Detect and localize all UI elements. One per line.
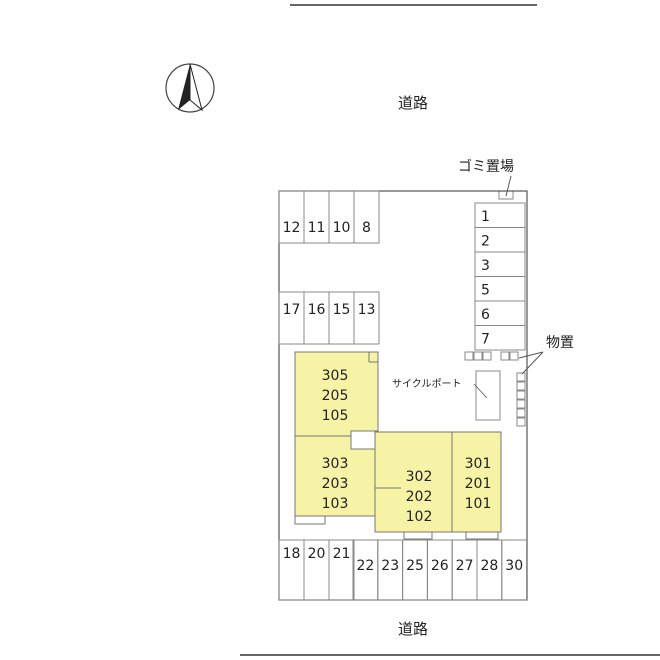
building	[294, 351, 502, 540]
unit-label: 302	[406, 469, 433, 485]
unit-label: 305	[322, 368, 349, 384]
parking-stall	[474, 325, 526, 351]
parking-stall-number: 15	[333, 302, 351, 318]
road-label-top: 道路	[398, 94, 428, 112]
parking-stall-number: 3	[481, 258, 490, 274]
parking-bottom-right: 22 23 25 26 27 28 30	[352, 539, 528, 601]
unit-label: 205	[322, 388, 349, 404]
bicycle-port	[475, 370, 501, 421]
bicycle-port-label: サイクルポート	[392, 378, 462, 390]
parking-stall-number: 7	[481, 332, 490, 348]
parking-stall	[328, 539, 355, 601]
parking-bottom-left: 18 20 21	[278, 539, 355, 601]
parking-stall-number: 21	[333, 546, 351, 562]
unit-label: 301	[465, 456, 492, 472]
parking-stall	[353, 190, 380, 244]
parking-stall-number: 8	[362, 220, 371, 236]
parking-stall-number: 28	[480, 558, 498, 574]
storage-blocks	[464, 351, 526, 427]
parking-stall-number: 25	[406, 558, 424, 574]
parking-stall-number: 6	[481, 307, 490, 323]
unit-label: 105	[322, 408, 349, 424]
parking-stall-number: 26	[431, 558, 449, 574]
parking-stall	[303, 291, 330, 345]
parking-stall-number: 17	[283, 302, 301, 318]
parking-stall-number: 10	[333, 220, 351, 236]
unit-label: 202	[406, 489, 433, 505]
parking-stall-number: 23	[381, 558, 399, 574]
road-label-bottom: 道路	[398, 620, 428, 638]
parking-middle-row: 17 16 15 13	[278, 291, 380, 345]
parking-stall-number: 18	[283, 546, 301, 562]
parking-stall-number: 30	[505, 558, 523, 574]
parking-stall-number: 27	[456, 558, 474, 574]
parking-right-column: 1 2 3 5 6 7	[474, 202, 526, 351]
north-arrow-icon	[165, 63, 215, 113]
parking-stall	[353, 291, 380, 345]
parking-stall	[501, 539, 528, 601]
parking-top-row: 12 11 10 8	[278, 190, 380, 244]
unit-label: 101	[465, 496, 492, 512]
parking-stall-number: 5	[481, 283, 490, 299]
bicycle-leader-line	[473, 383, 488, 399]
garbage-area-label: ゴミ置場	[458, 158, 514, 175]
unit-label: 203	[322, 476, 349, 492]
parking-stall-number: 2	[481, 234, 490, 250]
parking-stall-number: 16	[308, 302, 326, 318]
parking-stall-number: 20	[308, 546, 326, 562]
storage-leader-2	[521, 351, 544, 375]
parking-stall-number: 1	[481, 209, 490, 225]
unit-label: 201	[465, 476, 492, 492]
parking-stall-number: 11	[308, 220, 326, 236]
storage-leader-1	[518, 351, 544, 359]
parking-stall	[278, 291, 305, 345]
unit-label: 103	[322, 496, 349, 512]
unit-label: 102	[406, 509, 433, 525]
storage-label: 物置	[546, 335, 574, 351]
parking-stall-number: 12	[283, 220, 301, 236]
garbage-leader-line	[505, 175, 512, 197]
parking-stall	[328, 291, 355, 345]
parking-stall-number: 13	[358, 302, 376, 318]
parking-stall-number: 22	[356, 558, 374, 574]
unit-label: 303	[322, 456, 349, 472]
